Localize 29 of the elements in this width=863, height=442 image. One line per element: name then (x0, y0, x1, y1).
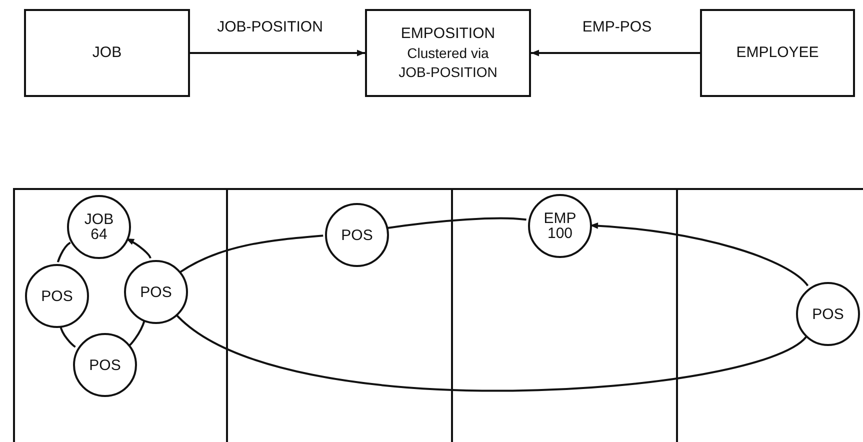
entity-box (24, 9, 190, 97)
connector-line (57, 242, 71, 262)
page-column (676, 188, 863, 442)
connector-line (180, 234, 324, 273)
record-label: EMP 100 (542, 211, 578, 241)
record-label: POS (40, 288, 74, 304)
arrow (531, 50, 700, 56)
record-label: POS (88, 358, 122, 372)
entity-name: JOB (92, 42, 122, 63)
connector-line (174, 313, 807, 392)
entity-box (700, 9, 855, 97)
connector-line (128, 320, 146, 346)
connector-line (59, 325, 76, 348)
record-circle (796, 282, 860, 346)
record-label: JOB 64 (83, 212, 115, 242)
entity-note: Clustered via JOB-POSITION (398, 44, 498, 82)
entity-box (365, 9, 531, 97)
page-column (13, 188, 226, 442)
record-label: POS (340, 228, 374, 242)
connector-line (386, 217, 526, 230)
page-column (451, 188, 676, 442)
record-label: POS (811, 306, 845, 322)
entity-name: EMPLOYEE (736, 42, 819, 63)
record-label: POS (139, 284, 173, 300)
arrow (190, 50, 365, 56)
arrow (126, 238, 152, 259)
entity-name: EMPOSITION (400, 24, 496, 44)
arrow (590, 222, 809, 286)
page-column (226, 188, 451, 442)
